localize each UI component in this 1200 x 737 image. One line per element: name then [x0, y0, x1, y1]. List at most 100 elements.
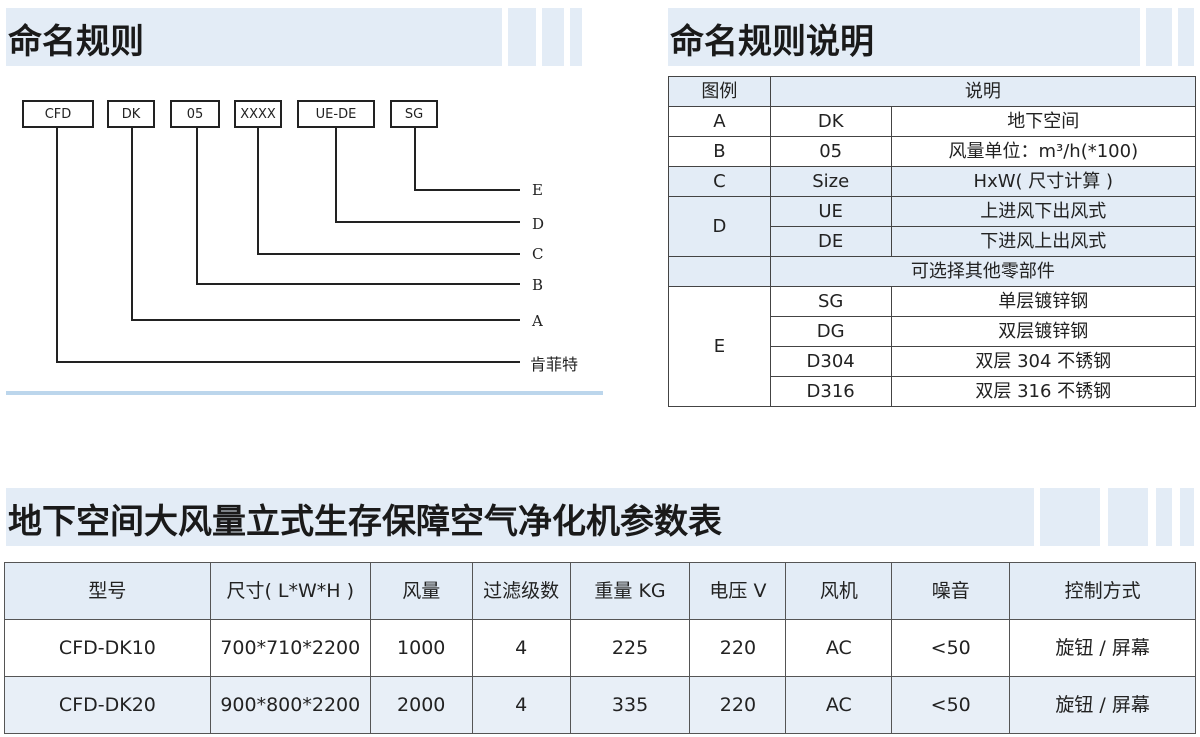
legend-header-legend: 图例 — [668, 76, 771, 107]
connector-line — [196, 128, 198, 285]
legend-row: DG 双层镀锌钢 — [669, 316, 1197, 347]
legend-note-row: 可选择其他零部件 — [668, 256, 1197, 287]
cell-control: 旋钮 / 屏幕 — [1009, 619, 1196, 677]
legend-row: D304 双层 304 不锈钢 — [669, 346, 1197, 377]
cell-filter-stages: 4 — [471, 619, 571, 677]
explanation-title: 命名规则说明 — [670, 22, 874, 62]
legend-key — [668, 256, 771, 287]
code-box-xxxx: XXXX — [234, 100, 282, 128]
naming-title-bar — [6, 8, 502, 66]
legend-desc: HxW( 尺寸计算 ) — [890, 166, 1197, 197]
cell-voltage: 220 — [689, 619, 787, 677]
connector-line — [131, 319, 520, 321]
table-row: CFD-DK10 700*710*2200 1000 4 225 220 AC … — [4, 619, 1196, 677]
code-box-dk: DK — [107, 100, 155, 128]
legend-key: A — [668, 106, 771, 137]
legend-note: 可选择其他零部件 — [769, 256, 1197, 287]
legend-row: A DK 地下空间 — [668, 106, 1197, 137]
legend-code: D316 — [769, 376, 892, 407]
title-stripe — [1108, 488, 1148, 546]
label-c: C — [532, 245, 544, 263]
legend-code: Size — [769, 166, 892, 197]
title-stripe — [1156, 488, 1172, 546]
connector-line — [196, 283, 520, 285]
legend-desc: 双层镀锌钢 — [890, 316, 1197, 347]
title-stripe — [1180, 488, 1194, 546]
table-row: CFD-DK20 900*800*2200 2000 4 335 220 AC … — [4, 676, 1196, 734]
title-stripe — [1178, 8, 1194, 66]
legend-desc: 风量单位：m³/h(*100) — [890, 136, 1197, 167]
legend-desc: 单层镀锌钢 — [890, 286, 1197, 317]
legend-row: D316 双层 316 不锈钢 — [669, 376, 1197, 407]
cell-fan: AC — [785, 676, 893, 734]
legend-key: D — [668, 196, 771, 257]
col-header-filter-stages: 过滤级数 — [471, 562, 571, 620]
label-a: A — [532, 312, 543, 330]
legend-key: E — [668, 286, 771, 407]
cell-model: CFD-DK20 — [4, 676, 211, 734]
col-header-airflow: 风量 — [369, 562, 473, 620]
legend-row: C Size HxW( 尺寸计算 ) — [668, 166, 1197, 197]
params-title: 地下空间大风量立式生存保障空气净化机参数表 — [8, 502, 722, 542]
connector-line — [257, 128, 259, 255]
naming-diagram: CFD DK 05 XXXX UE-DE SG E D C B A 肯菲特 — [0, 70, 610, 400]
title-stripe — [570, 8, 582, 66]
cell-airflow: 2000 — [369, 676, 473, 734]
connector-line — [56, 128, 58, 363]
legend-desc: 下进风上出风式 — [890, 226, 1197, 257]
legend-row: D UE 上进风下出风式 — [668, 196, 1197, 257]
cell-weight: 225 — [569, 619, 691, 677]
params-title-bar — [6, 488, 1034, 546]
legend-header-row: 图例 说明 — [668, 76, 1197, 107]
code-box-sg: SG — [390, 100, 438, 128]
cell-noise: <50 — [891, 676, 1011, 734]
label-brand: 肯菲特 — [530, 355, 579, 374]
col-header-control: 控制方式 — [1009, 562, 1196, 620]
legend-key: B — [668, 136, 771, 167]
connector-line — [257, 253, 520, 255]
legend-desc: 地下空间 — [890, 106, 1197, 137]
legend-row: B 05 风量单位：m³/h(*100) — [668, 136, 1197, 167]
label-d: D — [532, 215, 545, 233]
connector-line — [414, 189, 520, 191]
connector-line — [56, 361, 520, 363]
section-divider — [6, 391, 603, 395]
legend-desc: 双层 316 不锈钢 — [890, 376, 1197, 407]
cell-model: CFD-DK10 — [4, 619, 211, 677]
col-header-noise: 噪音 — [891, 562, 1011, 620]
cell-voltage: 220 — [689, 676, 787, 734]
title-stripe — [1146, 8, 1172, 66]
connector-line — [335, 128, 337, 223]
legend-code: DE — [769, 226, 892, 257]
legend-code: 05 — [769, 136, 892, 167]
cell-filter-stages: 4 — [471, 676, 571, 734]
title-stripe — [1040, 488, 1100, 546]
legend-key: C — [668, 166, 771, 197]
connector-line — [131, 128, 133, 321]
code-box-05: 05 — [170, 100, 220, 128]
params-header-row: 型号 尺寸( L*W*H ) 风量 过滤级数 重量 KG 电压 V 风机 噪音 … — [4, 562, 1196, 620]
code-box-cfd: CFD — [22, 100, 94, 128]
connector-line — [335, 221, 520, 223]
label-e: E — [532, 181, 543, 199]
cell-noise: <50 — [891, 619, 1011, 677]
cell-control: 旋钮 / 屏幕 — [1009, 676, 1196, 734]
col-header-weight: 重量 KG — [569, 562, 691, 620]
legend-desc: 上进风下出风式 — [890, 196, 1197, 227]
params-table: 型号 尺寸( L*W*H ) 风量 过滤级数 重量 KG 电压 V 风机 噪音 … — [4, 562, 1196, 734]
connector-line — [414, 128, 416, 191]
naming-title: 命名规则 — [8, 22, 144, 62]
cell-weight: 335 — [569, 676, 691, 734]
legend-code: DG — [769, 316, 892, 347]
cell-size: 900*800*2200 — [209, 676, 371, 734]
legend-row: DE 下进风上出风式 — [669, 226, 1197, 257]
legend-header-description: 说明 — [769, 76, 1197, 107]
col-header-fan: 风机 — [785, 562, 893, 620]
col-header-voltage: 电压 V — [689, 562, 787, 620]
explanation-title-bar — [668, 8, 1140, 66]
label-b: B — [532, 276, 544, 294]
legend-desc: 双层 304 不锈钢 — [890, 346, 1197, 377]
legend-code: DK — [769, 106, 892, 137]
cell-fan: AC — [785, 619, 893, 677]
legend-row: E SG 单层镀锌钢 — [668, 286, 1197, 407]
